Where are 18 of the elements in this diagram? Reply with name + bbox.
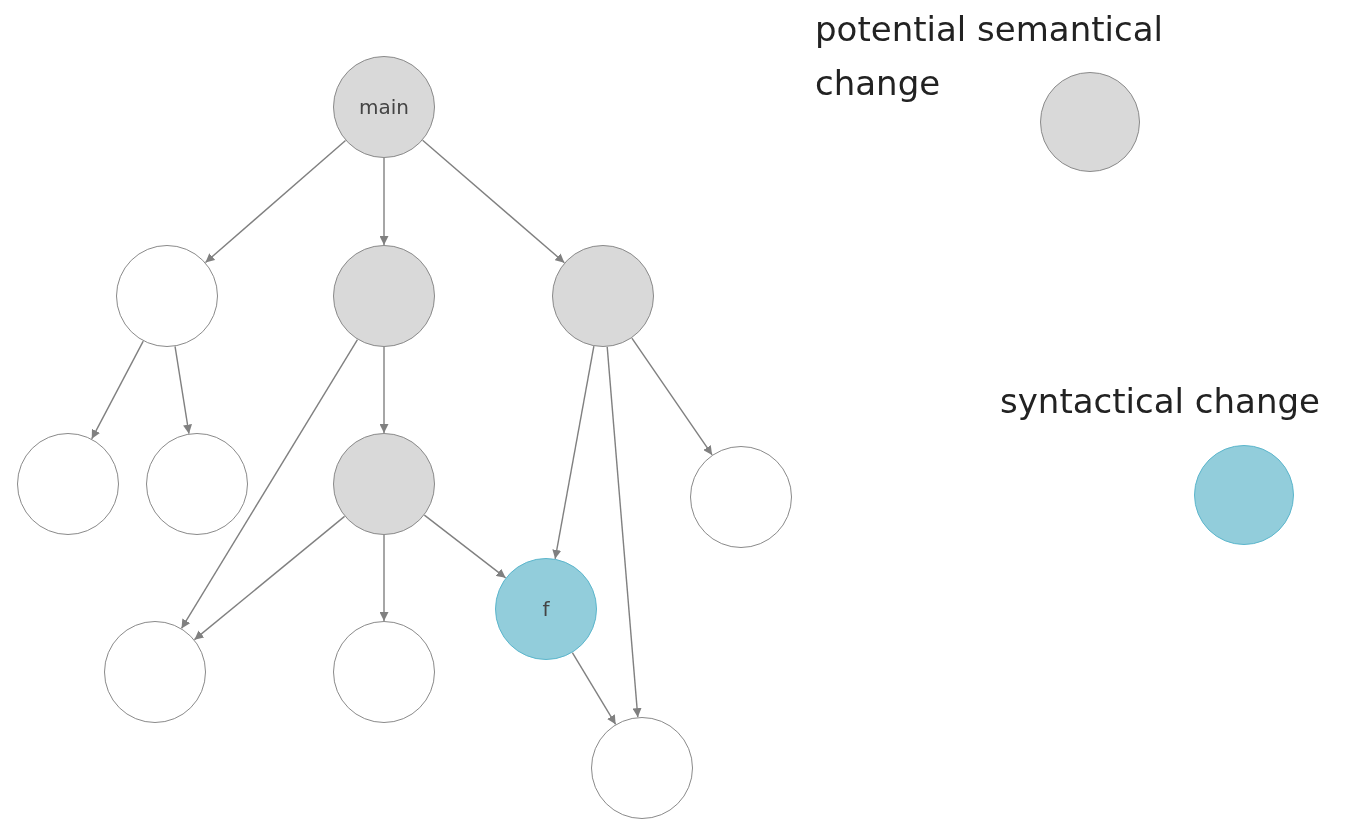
arrow — [174, 345, 192, 435]
node-label: main — [359, 95, 409, 119]
arrow — [204, 139, 347, 264]
arrow — [631, 337, 713, 456]
arrow — [379, 534, 389, 622]
arrow — [379, 346, 389, 434]
arrow — [180, 338, 359, 630]
arrow — [379, 157, 389, 246]
legend-label: syntactical change — [1000, 380, 1321, 423]
arrow — [606, 346, 642, 718]
arrow — [552, 345, 595, 560]
arrow — [193, 515, 346, 641]
arrow — [421, 139, 566, 264]
arrow — [571, 651, 617, 726]
node-label: f — [542, 597, 550, 621]
arrow — [91, 340, 144, 440]
arrow — [423, 514, 507, 579]
legend-label: potential semantical change — [815, 8, 1164, 106]
